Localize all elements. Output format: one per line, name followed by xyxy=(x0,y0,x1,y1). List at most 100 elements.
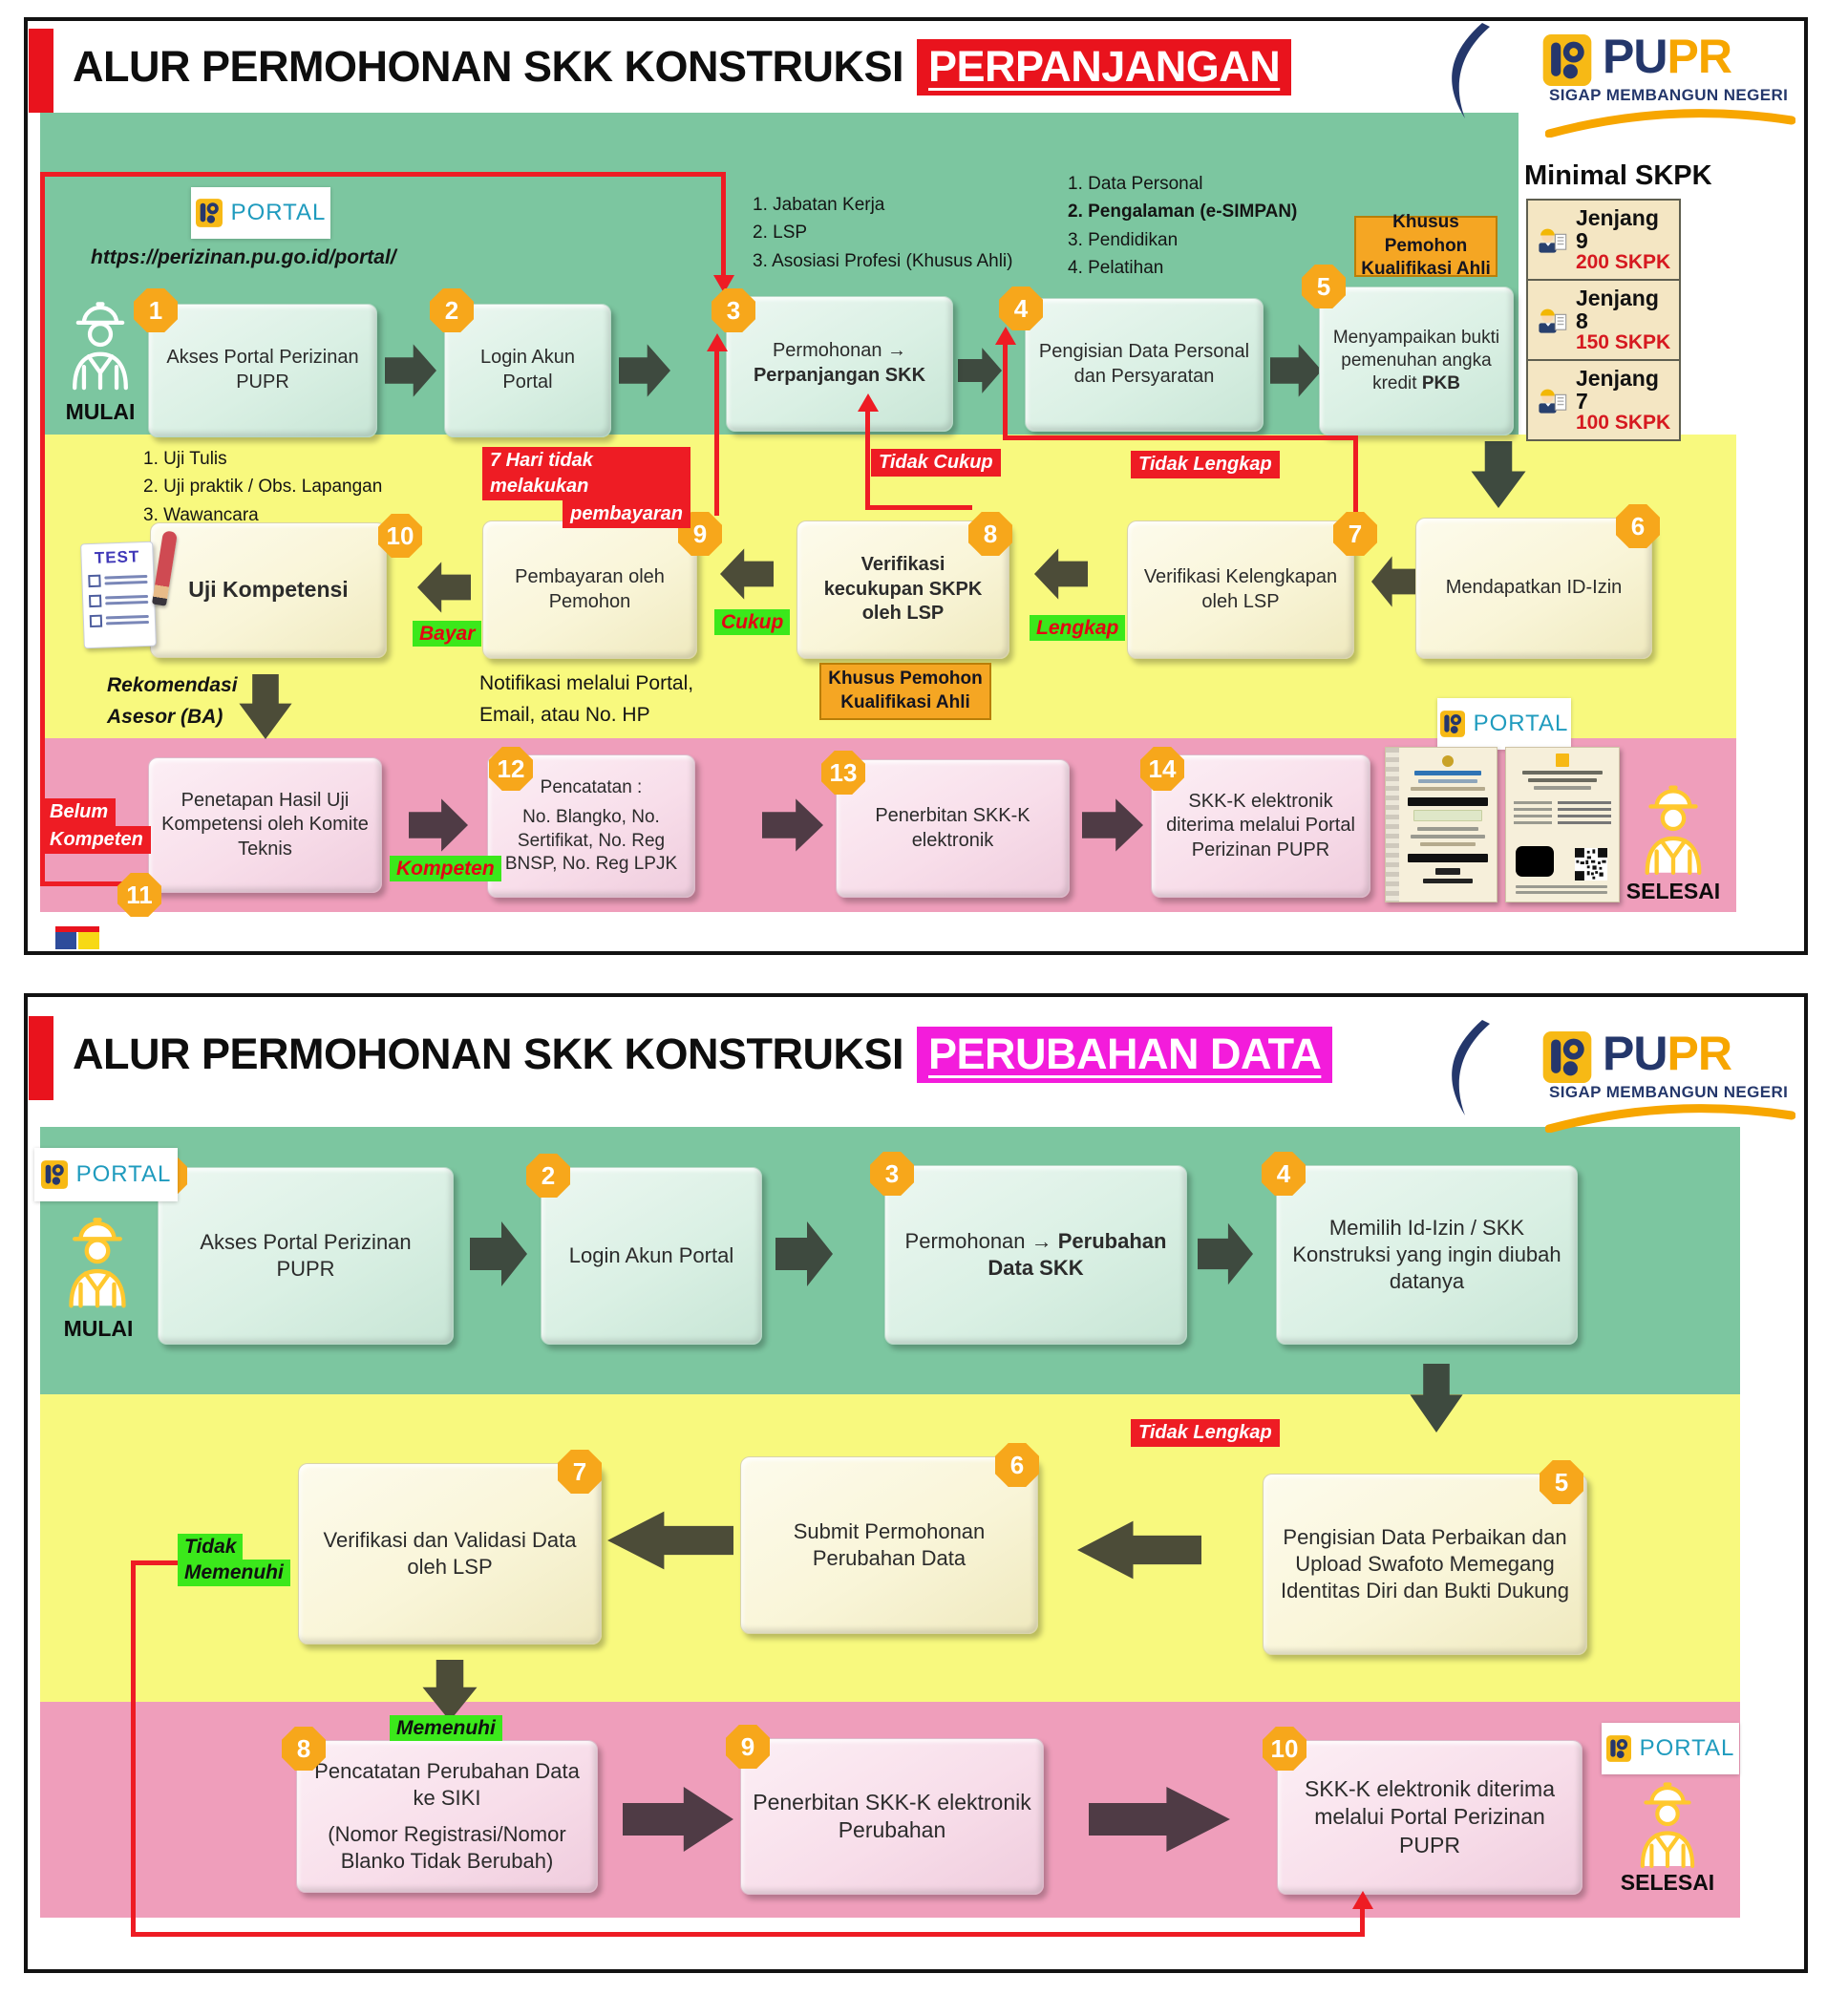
note-list-uji: 1. Uji Tulis 2. Uji praktik / Obs. Lapan… xyxy=(143,449,383,525)
step-box-9: Pembayaran oleh Pemohon xyxy=(482,520,697,659)
step-badge-1: 1 xyxy=(134,288,178,332)
step-text: Pengisian Data Personal dan Persyaratan xyxy=(1038,341,1250,387)
label-cukup: Cukup xyxy=(714,609,791,636)
label-kompeten: Kompeten xyxy=(390,856,501,882)
step-badge-14: 14 xyxy=(1140,747,1184,791)
step-badge-12: 12 xyxy=(489,747,533,791)
label-khusus-p emohon-2: Khusus Pemohon Kualifikasi Ahli xyxy=(819,663,991,720)
step-box-4: Memilih Id-Izin / SKK Konstruksi yang in… xyxy=(1276,1165,1578,1345)
portal-url: https://perizinan.pu.go.id/portal/ xyxy=(91,246,396,268)
step-box-7: Verifikasi Kelengkapan oleh LSP xyxy=(1127,520,1354,659)
step-text-bold: Perubahan Data SKK xyxy=(988,1228,1167,1280)
decoration-fragment xyxy=(55,926,99,932)
worker-mulai-icon xyxy=(63,294,138,400)
pupr-wordmark: PUPR xyxy=(1603,29,1732,84)
panel-perubahan-data-border xyxy=(24,993,1808,1973)
step-text: Penerbitan SKK-K elektronik Perubahan xyxy=(753,1789,1031,1842)
step-text: Login Akun Portal xyxy=(480,347,575,393)
connector-tidak-memenuhi-v xyxy=(131,1560,136,1937)
step-text: Uji Kompetensi xyxy=(188,577,349,603)
test-word: TEST xyxy=(94,547,140,567)
step-box-2: Login Akun Portal xyxy=(541,1167,762,1345)
title-text: ALUR PERMOHONAN SKK KONSTRUKSI xyxy=(73,42,904,91)
swoosh-orange-icon xyxy=(1545,109,1795,138)
step-text: Memilih Id-Izin / SKK Konstruksi yang in… xyxy=(1292,1215,1561,1294)
label-7hari: 7 Hari tidak melakukan pembayaran xyxy=(482,447,690,528)
title-accent-bar xyxy=(29,1016,53,1100)
step-box-4: Pengisian Data Personal dan Persyaratan xyxy=(1025,298,1264,432)
connector-loop-bottom xyxy=(44,881,132,886)
portal-icon xyxy=(1439,711,1465,737)
step-badge-4: 4 xyxy=(999,287,1043,330)
step-badge-10: 10 xyxy=(1263,1727,1306,1771)
step-box-8: Pencatatan Perubahan Data ke SIKI (Nomor… xyxy=(296,1740,598,1893)
portal-chip-end: PORTAL xyxy=(1602,1723,1739,1774)
step-badge-5: 5 xyxy=(1302,265,1346,308)
label-mulai: MULAI xyxy=(65,399,136,424)
connector-tidak-cukup-h xyxy=(865,505,972,510)
connector-loop-drop xyxy=(721,177,726,275)
label-tidak-cukup: Tidak Cukup xyxy=(871,449,1001,477)
connector-bottom-h xyxy=(131,1932,1365,1937)
decoration-fragment xyxy=(78,932,99,949)
step-text: Login Akun Portal xyxy=(568,1242,734,1267)
pupr-wordmark: PUPR xyxy=(1603,1026,1732,1081)
step-text: Penetapan Hasil Uji Kompetensi oleh Komi… xyxy=(161,789,369,860)
connector-tidak-cukup-v xyxy=(865,411,870,510)
step-box-1: Akses Portal Perizinan PUPR xyxy=(158,1167,454,1345)
step-text-head: Pencatatan Perubahan Data ke SIKI xyxy=(314,1758,580,1810)
step-text: Verifikasi dan Validasi Data oleh LSP xyxy=(323,1527,577,1579)
connector-payment-timeout xyxy=(714,351,719,516)
step-text: (Nomor Registrasi/Nomor Blanko Tidak Ber… xyxy=(328,1822,566,1874)
step-text-head: Pencatatan : xyxy=(540,776,643,797)
step-box-2: Login Akun Portal xyxy=(444,304,611,437)
step-box-3: Permohonan → Perpanjangan SKK xyxy=(726,296,953,432)
step-text: Menyampaikan bukti pemenuhan angka kredi… xyxy=(1332,327,1500,394)
step-text: Mendapatkan ID-Izin xyxy=(1445,577,1623,599)
photo-redaction xyxy=(1516,846,1554,877)
step-badge-2: 2 xyxy=(526,1154,570,1198)
arrowhead-tidak-lengkap xyxy=(995,327,1016,345)
uji-kompetensi-test-icon: TEST xyxy=(80,530,179,659)
worker-doc-icon xyxy=(1539,228,1567,253)
worker-doc-icon xyxy=(1539,389,1567,414)
step-badge-3: 3 xyxy=(870,1152,914,1196)
panel-perpanjangan-border xyxy=(24,17,1808,955)
step-box-10: SKK-K elektronik diterima melalui Portal… xyxy=(1277,1740,1582,1895)
worker-selesai-icon xyxy=(1635,779,1711,883)
pu-logo-icon xyxy=(1542,1031,1592,1083)
label-bayar: Bayar xyxy=(413,621,482,647)
step-text: Pembayaran oleh Pemohon xyxy=(515,565,665,612)
label-mulai: MULAI xyxy=(63,1316,134,1341)
step-text: Submit Permohonan Perubahan Data xyxy=(793,1518,986,1570)
logo-pu: PU xyxy=(1603,1027,1667,1080)
title-accent-bar xyxy=(29,29,53,113)
certificate-thumbnail-back xyxy=(1505,747,1620,902)
step-box-13: Penerbitan SKK-K elektronik xyxy=(836,759,1070,898)
label-tidak-lengkap: Tidak Lengkap xyxy=(1131,451,1280,478)
worker-doc-icon xyxy=(1539,308,1567,333)
step-text: No. Blangko, No. Sertifikat, No. Reg BNS… xyxy=(504,807,678,874)
connector-to-selesai-v xyxy=(1360,1908,1365,1937)
swoosh-navy-icon xyxy=(1452,23,1490,118)
step-badge-6: 6 xyxy=(1616,504,1660,548)
step-box-5: Pengisian Data Perbaikan dan Upload Swaf… xyxy=(1263,1474,1587,1655)
worker-mulai-icon xyxy=(59,1211,136,1317)
connector-tidak-lengkap-v1 xyxy=(1003,344,1008,439)
connector-loop-top xyxy=(40,172,726,177)
step-text-bold: PKB xyxy=(1421,373,1460,394)
step-badge-9: 9 xyxy=(726,1725,770,1769)
qr-code-icon xyxy=(1575,848,1607,881)
step-text: SKK-K elektronik diterima melalui Portal… xyxy=(1304,1775,1556,1857)
label-tidak-lengkap: Tidak Lengkap xyxy=(1131,1419,1280,1447)
step-box-7: Verifikasi dan Validasi Data oleh LSP xyxy=(298,1463,602,1645)
swoosh-navy-icon xyxy=(1452,1020,1490,1115)
certificate-thumbnail-front xyxy=(1385,747,1498,902)
skpk-title: Minimal SKPK xyxy=(1524,160,1712,191)
note-rekomendasi: Rekomendasi Asesor (BA) xyxy=(107,674,238,728)
step-badge-2: 2 xyxy=(430,288,474,332)
